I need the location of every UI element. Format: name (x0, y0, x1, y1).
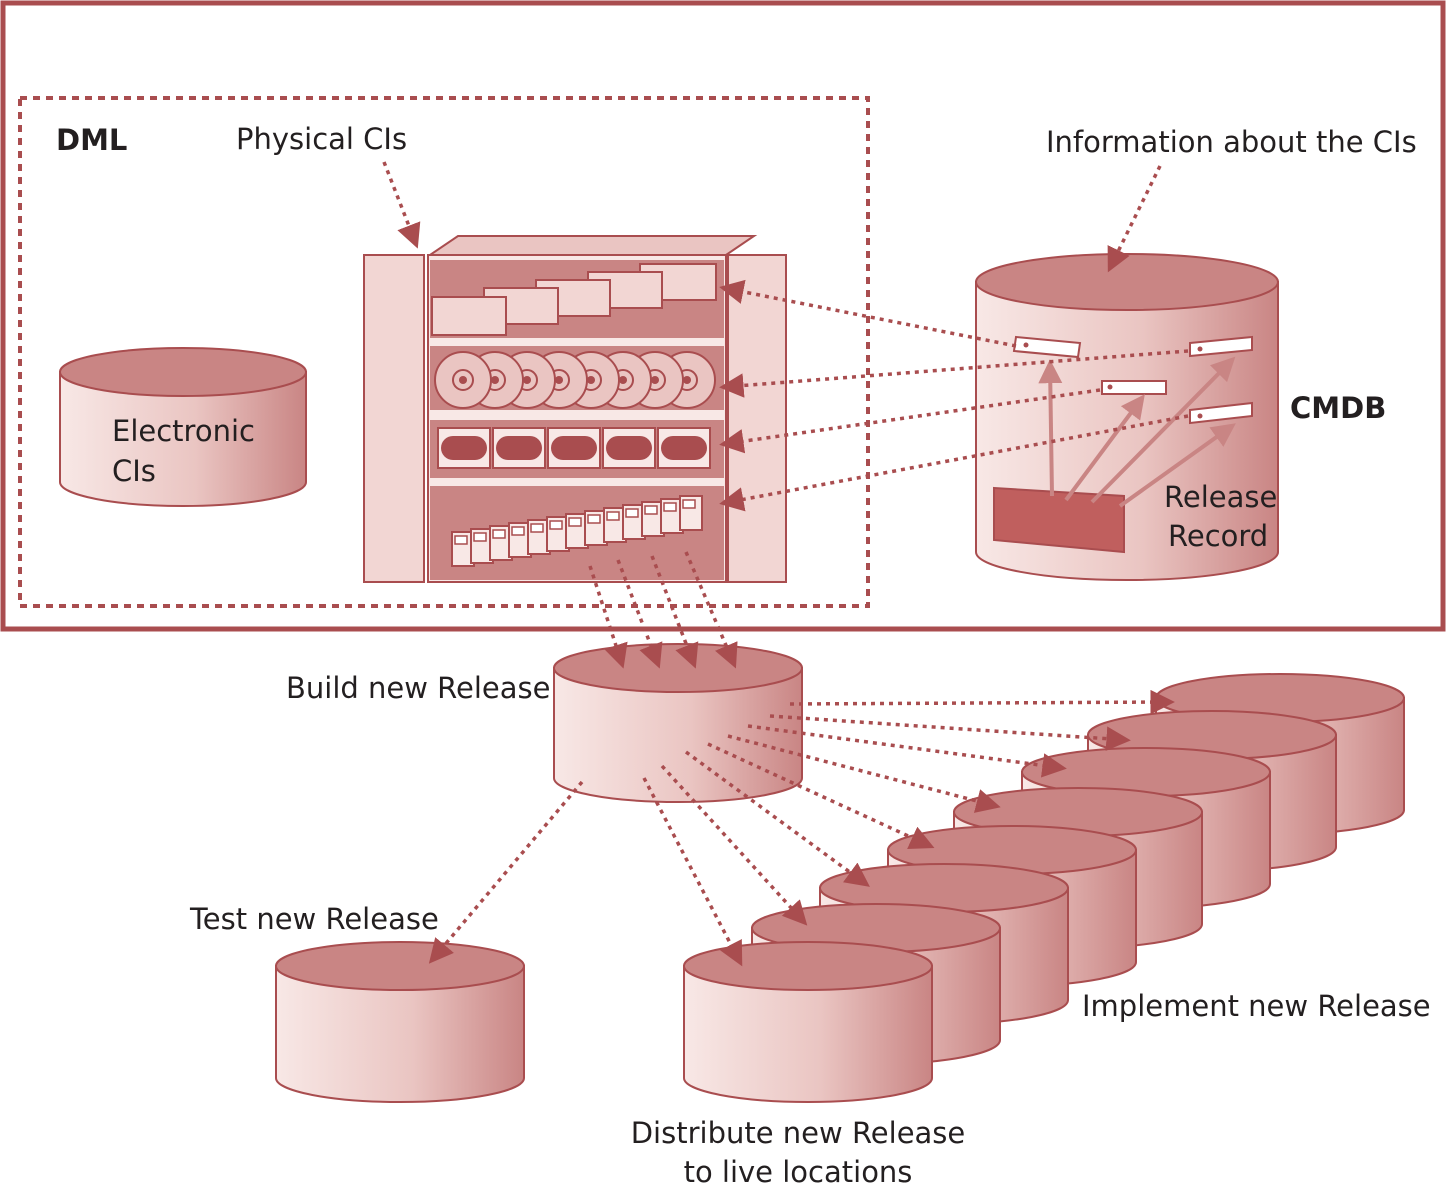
tape-cassette-icon (437, 427, 711, 469)
cmdb-cylinder (975, 253, 1279, 581)
record-card-icon (1012, 335, 1253, 425)
electronic-cis-label-2: CIs (112, 454, 156, 488)
ci-link-arrows (382, 161, 1189, 512)
release-record (993, 486, 1125, 554)
implement-cylinders (683, 673, 1405, 1103)
release-record-label-2: Record (1168, 519, 1268, 553)
cmdb-label: CMDB (1290, 391, 1386, 425)
test-new-release-label: Test new Release (189, 902, 439, 936)
distribute-label-2: to live locations (684, 1155, 913, 1188)
info-about-cis-label: Information about the CIs (1046, 125, 1417, 159)
physical-cis-label: Physical CIs (236, 122, 407, 156)
electronic-cis-label-1: Electronic (112, 414, 255, 448)
build-input-arrows (588, 551, 738, 669)
build-output-arrows (428, 689, 1175, 967)
build-new-release-label: Build new Release (286, 671, 550, 705)
test-cylinder (275, 941, 525, 1103)
storage-cabinet (363, 235, 787, 583)
distribute-label-1: Distribute new Release (631, 1116, 966, 1150)
electronic-cis-cylinder (59, 347, 307, 507)
optical-disc-icon (434, 351, 716, 409)
implement-new-release-label: Implement new Release (1082, 989, 1431, 1023)
software-box-icon (431, 263, 717, 336)
build-cylinder (553, 643, 803, 803)
memory-card-icon (451, 495, 703, 567)
dml-boundary (18, 96, 870, 608)
outer-frame (0, 0, 1446, 632)
release-record-label-1: Release (1164, 480, 1277, 514)
dml-label: DML (56, 123, 127, 157)
